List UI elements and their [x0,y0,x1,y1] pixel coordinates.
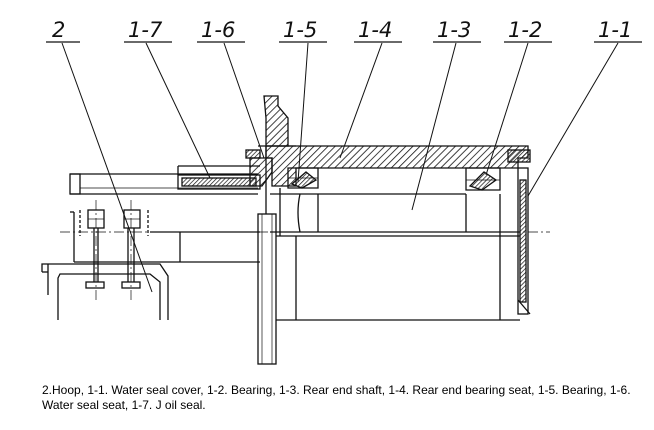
figure-caption: 2.Hoop, 1-1. Water seal cover, 1-2. Bear… [42,383,631,412]
assembly-drawing: 2 1-7 1-6 1-5 1-4 1-3 1-2 1-1 [41,18,642,365]
callout-1-6: 1-6 [201,18,235,42]
callout-1-3: 1-3 [437,18,471,42]
callout-1-2: 1-2 [508,18,542,42]
centerlines [60,200,550,300]
callout-labels: 2 1-7 1-6 1-5 1-4 1-3 1-2 1-1 [52,18,632,42]
callout-1-1: 1-1 [598,18,632,42]
assembly-body [41,95,531,365]
callout-1-7: 1-7 [128,18,163,42]
callout-1-4: 1-4 [358,18,392,42]
callout-1-5: 1-5 [283,18,317,42]
callout-2: 2 [52,18,65,42]
leader-lines [61,42,619,293]
